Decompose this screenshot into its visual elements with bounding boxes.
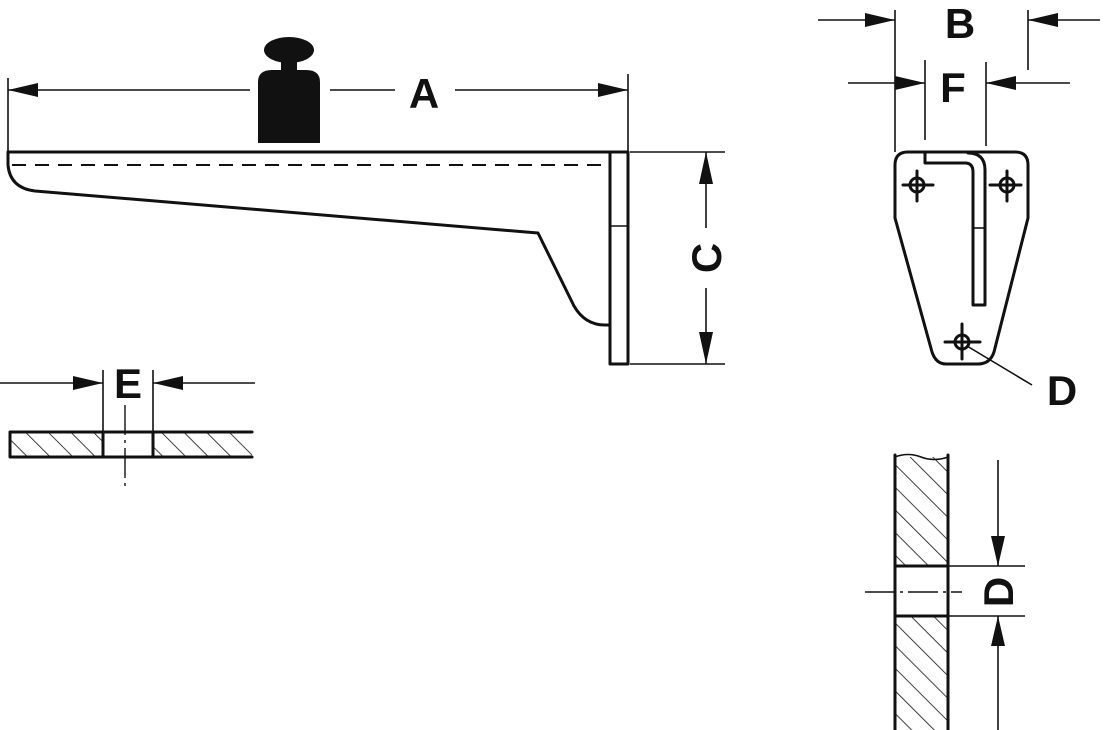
bracket-front-view (893, 150, 1030, 366)
dimension-c: C (630, 151, 730, 365)
screw-hole-icon (988, 169, 1023, 203)
label-e: E (114, 360, 142, 407)
label-c: C (683, 243, 730, 273)
section-e: E (0, 360, 255, 490)
dimension-a: A (7, 70, 629, 152)
label-d: D (1047, 367, 1077, 414)
screw-hole-icon (901, 169, 935, 203)
dimension-f: F (848, 60, 1070, 146)
bracket-side-view (6, 150, 630, 366)
wall-section-d: D (865, 453, 1025, 730)
screw-hole-icon (943, 322, 982, 361)
dimension-d-leader: D (966, 345, 1077, 414)
label-a: A (409, 70, 439, 117)
label-b: B (945, 0, 975, 47)
weight-load-icon (258, 37, 320, 143)
label-d-section: D (975, 577, 1022, 607)
label-f: F (940, 64, 966, 111)
